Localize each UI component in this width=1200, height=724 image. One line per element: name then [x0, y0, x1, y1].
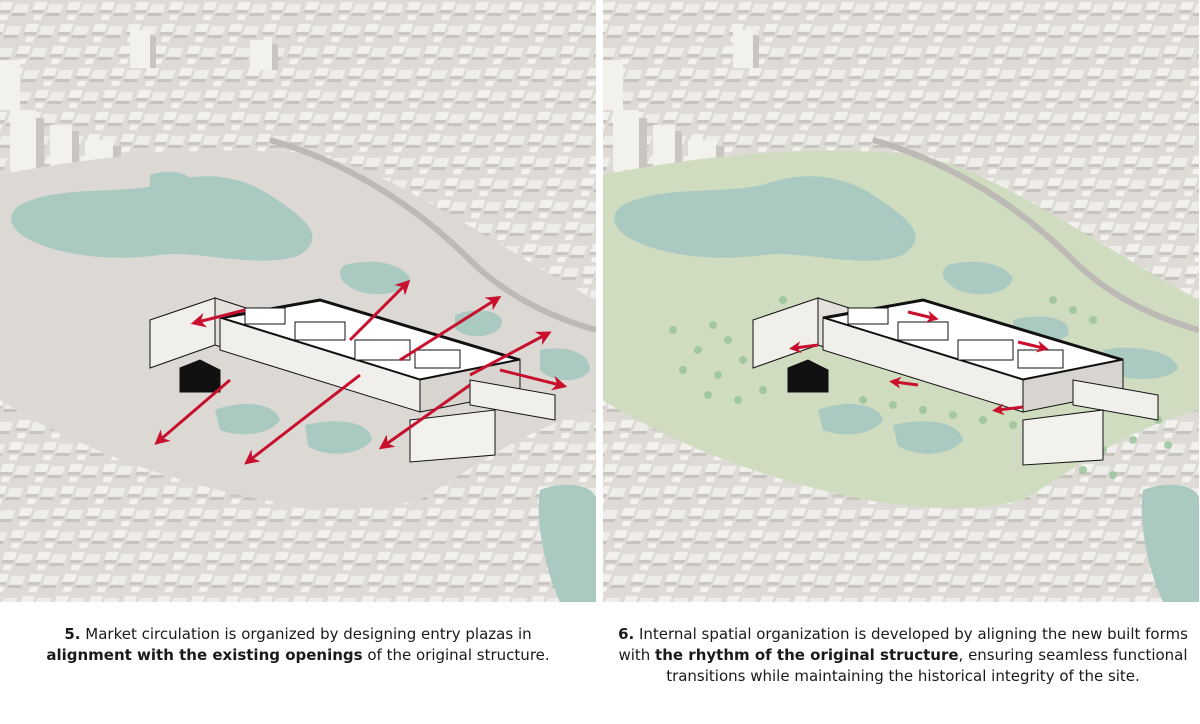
caption-panel-6: 6. Internal spatial organization is deve… [618, 624, 1188, 687]
market-complex [752, 297, 1159, 466]
caption-emphasis: alignment with the existing openings [46, 646, 363, 664]
caption-panel-5: 5. Market circulation is organized by de… [20, 624, 576, 666]
circulation-arrows [154, 279, 568, 465]
panel-divider [596, 0, 603, 602]
caption-text-end: of the original structure. [362, 646, 550, 664]
aerial-view-spatial-organization [603, 0, 1199, 602]
caption-text: Internal spatial organization is develop… [618, 625, 1188, 664]
internal-arrows [789, 310, 1049, 416]
market-complex [149, 297, 556, 463]
caption-number: 5. [64, 625, 81, 643]
caption-emphasis: the rhythm of the original structure [655, 646, 959, 664]
caption-number: 6. [618, 625, 635, 643]
aerial-view-circulation [0, 0, 596, 602]
road [872, 137, 1199, 333]
road [269, 137, 596, 333]
caption-text-end: , ensuring seamless functional transitio… [666, 646, 1188, 685]
diagram-panel-5 [0, 0, 596, 602]
caption-text: Market circulation is organized by desig… [80, 625, 532, 643]
diagram-panel-6 [603, 0, 1199, 602]
